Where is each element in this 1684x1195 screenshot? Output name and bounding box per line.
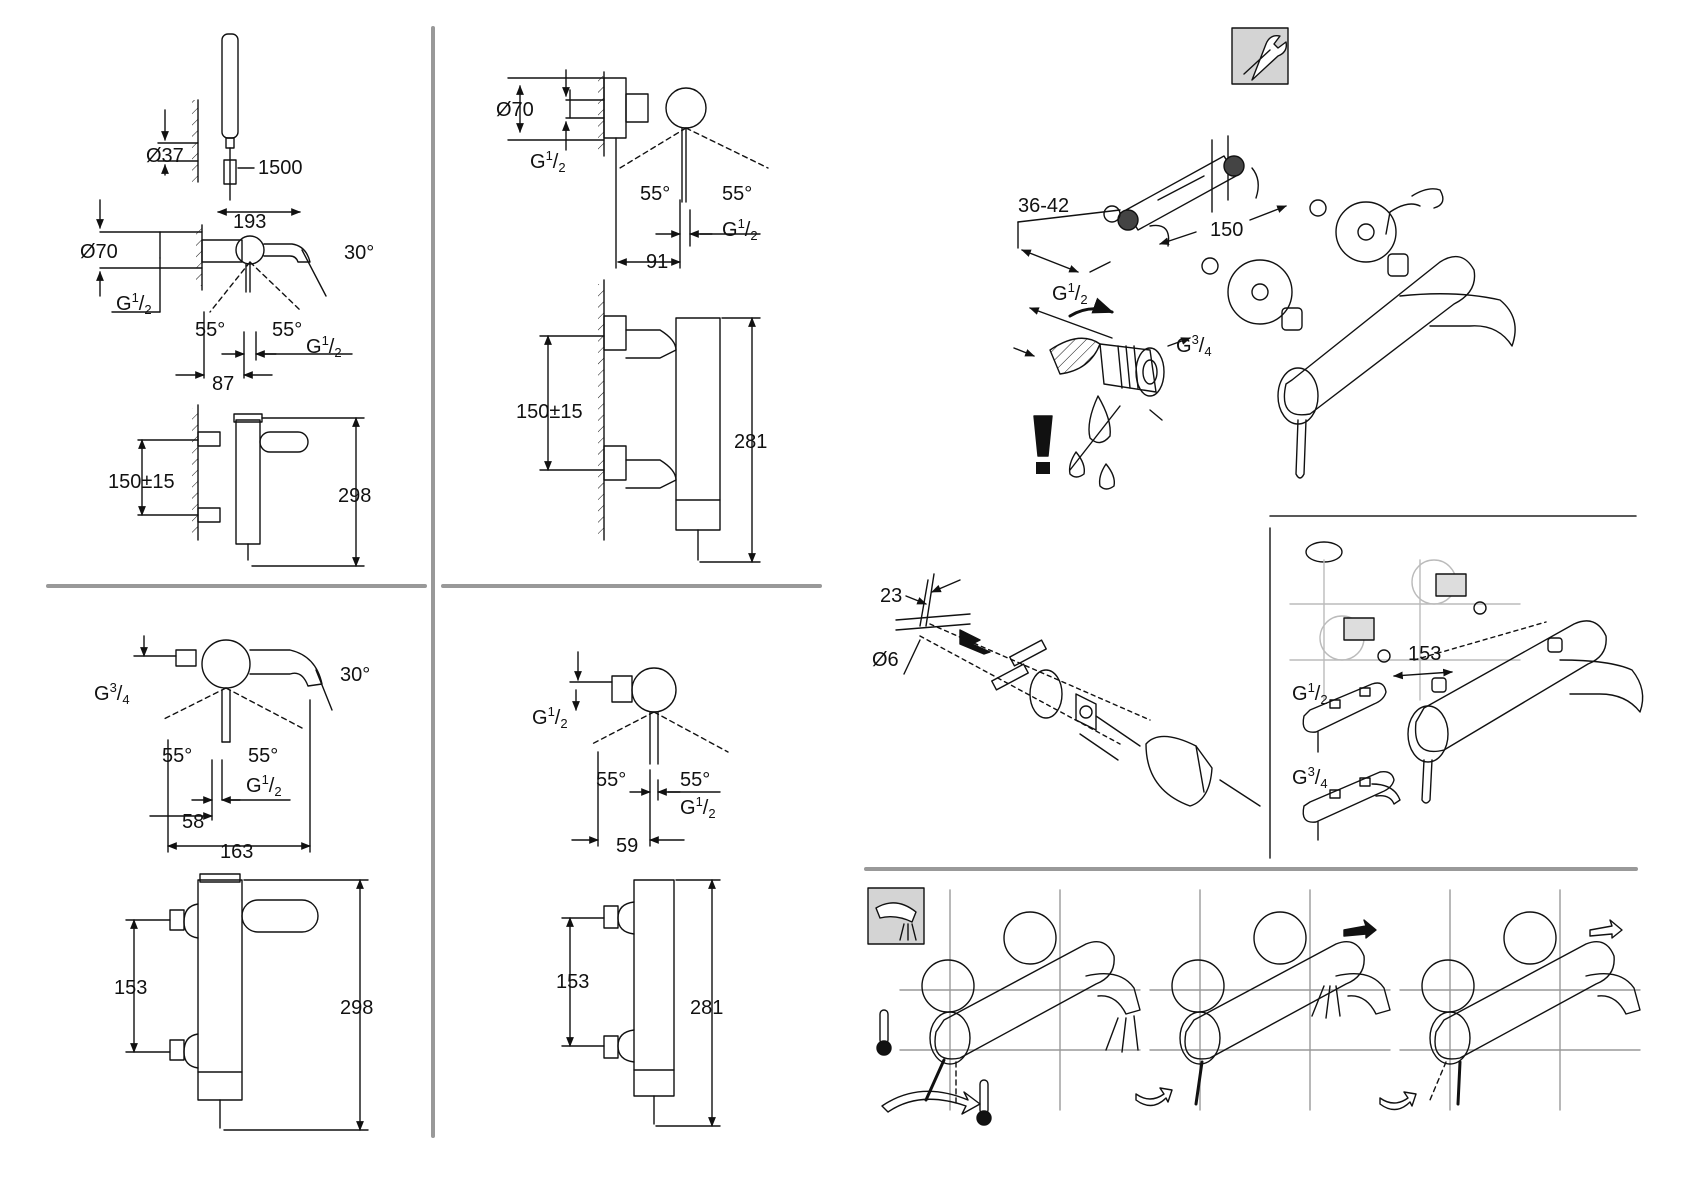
panel-1-labels: Ø37 1500 193 Ø70 30° G1/2 55° 55° G1/2 8… — [80, 145, 374, 507]
panel-4-labels: G1/2 55° 55° G1/2 59 153 281 — [532, 704, 723, 1019]
p3-height: 298 — [340, 997, 373, 1019]
operation-step-1 — [900, 890, 1140, 1110]
p2-centres: 150±15 — [516, 401, 583, 423]
p1-thread-2: G1/2 — [306, 333, 342, 360]
p3-angle-left: 55° — [162, 745, 192, 767]
holder-drill: Ø6 — [872, 649, 899, 671]
p4-angle-left: 55° — [596, 769, 626, 791]
variants-g12: G1/2 — [1292, 680, 1328, 707]
p1-offset: 87 — [212, 373, 234, 395]
p4-thread: G1/2 — [532, 704, 568, 731]
p1-d-handshower: Ø37 — [146, 145, 184, 167]
panel-2-dimensions — [508, 70, 768, 562]
p3-thread: G3/4 — [94, 680, 130, 707]
holder-depth: 23 — [880, 585, 902, 607]
panel-dividers — [48, 28, 1636, 1136]
spray-icon — [868, 888, 924, 944]
p1-angle-left: 55° — [195, 319, 225, 341]
p2-offset: 91 — [646, 251, 668, 273]
p3-angle-right: 55° — [248, 745, 278, 767]
variants-g34: G3/4 — [1292, 764, 1328, 791]
p3-offset: 58 — [182, 811, 204, 833]
p1-centres: 150±15 — [108, 471, 175, 493]
p2-thread-2: G1/2 — [722, 216, 758, 243]
p3-thread-2: G1/2 — [246, 772, 282, 799]
p1-d-rosette: Ø70 — [80, 241, 118, 263]
wrench-icon — [1232, 28, 1288, 84]
thin-dividers — [1270, 516, 1636, 858]
p4-angle-right: 55° — [680, 769, 710, 791]
p3-width: 163 — [220, 841, 253, 863]
p1-hose-length: 1500 — [258, 157, 303, 179]
variants-drawing — [1290, 542, 1643, 840]
panel-3-dimensions — [126, 636, 368, 1130]
p2-angle-right: 55° — [722, 183, 752, 205]
install-range: 36-42 — [1018, 195, 1069, 217]
p1-height: 298 — [338, 485, 371, 507]
p3-centres: 153 — [114, 977, 147, 999]
operation-step-3 — [1400, 890, 1640, 1110]
p2-height: 281 — [734, 431, 767, 453]
arrow-icon — [882, 920, 1622, 1114]
holder-drawing — [896, 574, 1260, 806]
p1-angle-right: 55° — [272, 319, 302, 341]
panel-4-dimensions — [562, 652, 728, 1126]
p1-width: 193 — [233, 211, 266, 233]
variants-centres: 153 — [1408, 643, 1441, 665]
panel-3-labels: G3/4 30° 55° 55° G1/2 58 163 153 298 — [94, 664, 373, 1019]
p1-thread: G1/2 — [116, 290, 152, 317]
warning-icon — [1034, 396, 1120, 489]
p2-d-rosette: Ø70 — [496, 99, 534, 121]
p4-centres: 153 — [556, 971, 589, 993]
p2-angle-left: 55° — [640, 183, 670, 205]
p3-spout-angle: 30° — [340, 664, 370, 686]
p4-offset: 59 — [616, 835, 638, 857]
p1-spout-angle: 30° — [344, 242, 374, 264]
panel-2-labels: Ø70 G1/2 55° 55° G1/2 91 150±15 281 — [496, 99, 767, 453]
p4-thread-2: G1/2 — [680, 794, 716, 821]
p4-height: 281 — [690, 997, 723, 1019]
p2-thread: G1/2 — [530, 148, 566, 175]
install-centres: 150 — [1210, 219, 1243, 241]
operation-step-2 — [1150, 890, 1390, 1110]
install-g12: G1/2 — [1052, 280, 1088, 307]
install-g34: G3/4 — [1176, 332, 1212, 359]
holder-labels: 23 Ø6 — [872, 585, 902, 671]
